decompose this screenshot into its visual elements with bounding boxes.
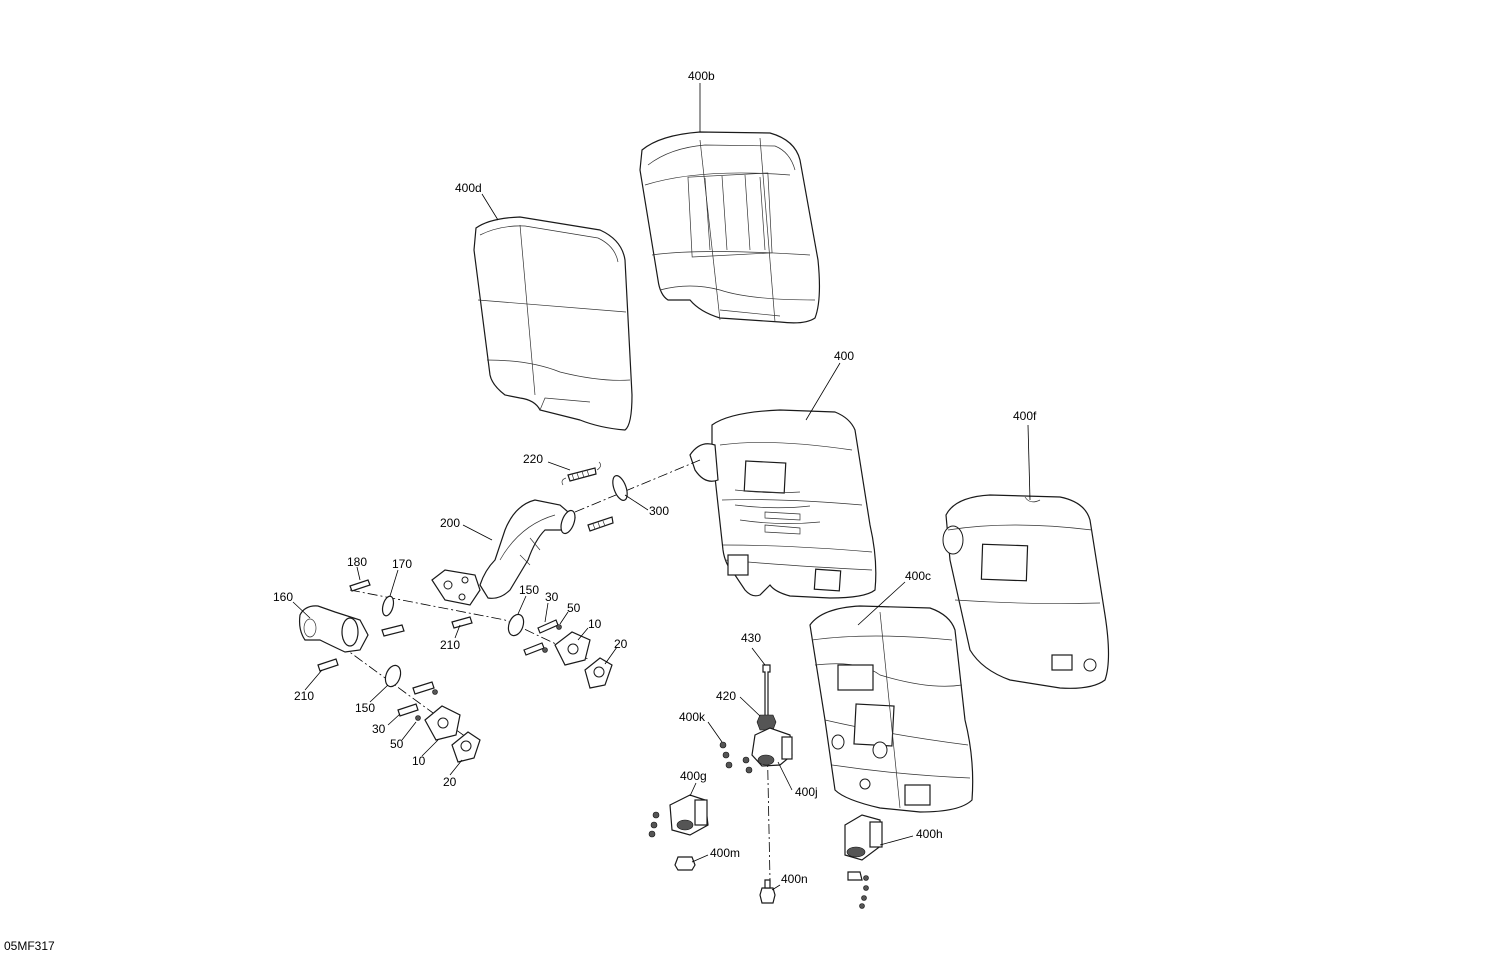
part-30-bolt-upper bbox=[523, 619, 559, 656]
part-180-stud bbox=[349, 579, 371, 592]
callout-220: 220 bbox=[523, 452, 543, 466]
callout-400d: 400d bbox=[455, 181, 482, 195]
part-400-muffler bbox=[689, 409, 877, 599]
part-upper-flange bbox=[431, 569, 481, 606]
callout-210-upper: 210 bbox=[440, 638, 460, 652]
callout-400k: 400k bbox=[679, 710, 706, 724]
part-170-gasket bbox=[381, 595, 395, 617]
callout-160: 160 bbox=[273, 590, 293, 604]
part-430-bolt bbox=[762, 664, 771, 719]
part-400n-grommet bbox=[759, 879, 776, 904]
part-160-manifold bbox=[298, 605, 369, 653]
part-200-exhaust-pipe bbox=[479, 499, 576, 599]
part-300-clamp bbox=[612, 475, 628, 501]
drawing-code: 05MF317 bbox=[4, 939, 55, 953]
callout-400f: 400f bbox=[1013, 409, 1037, 423]
part-220-spring bbox=[561, 461, 614, 532]
part-400j-bracket bbox=[751, 727, 793, 767]
part-400m-grommet bbox=[674, 856, 696, 871]
callout-150-lower: 150 bbox=[355, 701, 375, 715]
callout-430: 430 bbox=[741, 631, 761, 645]
callout-400b: 400b bbox=[688, 69, 715, 83]
callout-210-lower: 210 bbox=[294, 689, 314, 703]
callout-420: 420 bbox=[716, 689, 736, 703]
part-150-gasket-upper bbox=[507, 613, 525, 637]
callout-400c: 400c bbox=[905, 569, 931, 583]
callout-170: 170 bbox=[392, 557, 412, 571]
callout-30-upper: 30 bbox=[545, 590, 559, 604]
callout-180: 180 bbox=[347, 555, 367, 569]
part-10-flange-upper bbox=[554, 631, 591, 666]
callout-200: 200 bbox=[440, 516, 460, 530]
axis-line-pipe-muffler bbox=[574, 459, 701, 513]
part-400f-heat-shield bbox=[942, 494, 1110, 689]
part-50-washer-upper bbox=[542, 624, 562, 653]
part-150-gasket-lower bbox=[384, 664, 402, 688]
callout-10-lower: 10 bbox=[412, 754, 426, 768]
callout-300: 300 bbox=[649, 504, 669, 518]
callout-400h: 400h bbox=[916, 827, 943, 841]
part-50-washer-lower bbox=[415, 689, 438, 721]
callout-50-upper: 50 bbox=[567, 601, 581, 615]
callout-400n: 400n bbox=[781, 872, 808, 886]
part-400d-heat-shield bbox=[473, 216, 633, 431]
callout-400g: 400g bbox=[680, 769, 707, 783]
callout-400m: 400m bbox=[710, 846, 740, 860]
part-400k-nut bbox=[719, 741, 753, 774]
part-420-grommet bbox=[756, 714, 777, 731]
part-400c-heat-shield bbox=[809, 605, 974, 813]
part-400g-bracket bbox=[648, 794, 709, 838]
callout-400: 400 bbox=[834, 349, 854, 363]
part-210-stud bbox=[317, 616, 473, 672]
callout-20-lower: 20 bbox=[443, 775, 457, 789]
part-400h-bracket bbox=[844, 814, 883, 909]
callout-400j: 400j bbox=[795, 785, 818, 799]
part-20-gasket-lower bbox=[451, 731, 481, 763]
callout-150-upper: 150 bbox=[519, 583, 539, 597]
part-20-gasket-upper bbox=[584, 657, 613, 689]
part-10-flange-lower bbox=[424, 705, 461, 741]
part-30-bolt-lower bbox=[397, 681, 435, 717]
axis-line-mount-bolt bbox=[765, 679, 771, 881]
callout-20-upper: 20 bbox=[614, 637, 628, 651]
callout-30-lower: 30 bbox=[372, 722, 386, 736]
part-400b-heat-shield bbox=[639, 131, 821, 324]
callout-50-lower: 50 bbox=[390, 737, 404, 751]
callout-10-upper: 10 bbox=[588, 617, 602, 631]
